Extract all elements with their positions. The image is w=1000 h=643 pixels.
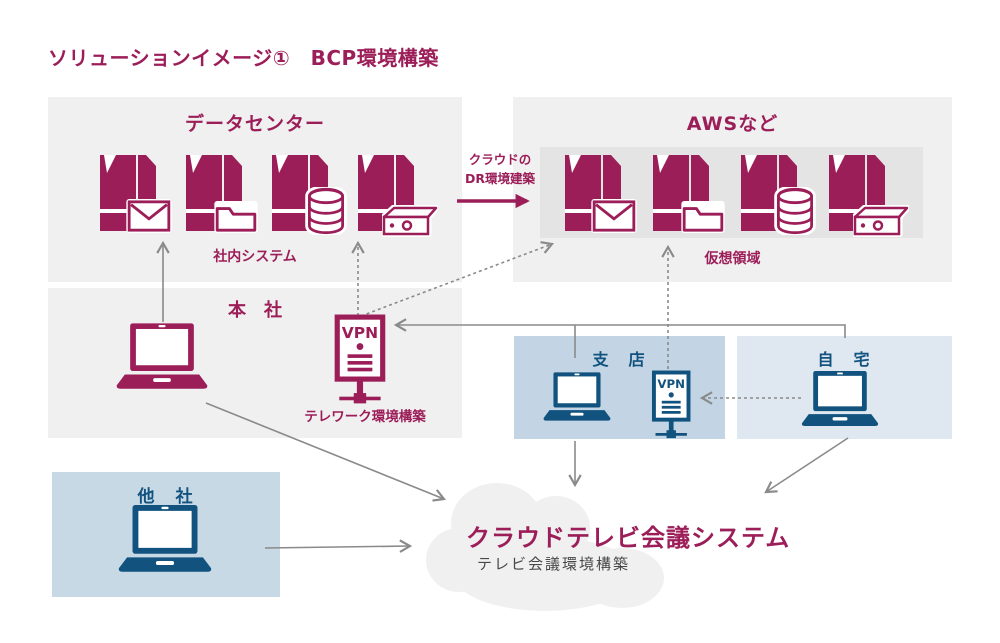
dr-label-line1: クラウドの — [468, 152, 532, 167]
storage-server-icon — [384, 208, 436, 234]
mail-server-icon — [591, 199, 637, 233]
folder-server-icon — [681, 201, 725, 233]
arrow-vpn-to-aws — [360, 241, 555, 317]
datacenter-caption: 社内システム — [213, 249, 297, 265]
arrow-other-to-cloud — [264, 539, 413, 553]
page-title: ソリューションイメージ① BCP環境構築 — [48, 46, 439, 70]
branch-laptop — [543, 372, 611, 426]
database-server-icon — [778, 189, 811, 232]
home-title: 自 宅 — [817, 350, 872, 369]
database-server-icon — [309, 189, 342, 232]
vpn-label: VPN — [657, 377, 685, 391]
arrow-hq-laptop-to-cloud — [205, 402, 447, 502]
datacenter-title: データセンター — [184, 113, 325, 135]
cloud-system-caption: テレビ会議環境構築 — [477, 555, 631, 573]
other-company-laptop — [118, 505, 212, 579]
laptop-icon — [544, 372, 611, 420]
branch-title: 支 店 — [592, 350, 647, 369]
branch-vpn-device: VPN — [650, 370, 694, 441]
arrow-home-to-cloud — [764, 437, 849, 494]
headquarters-panel: 本 社 — [48, 288, 462, 438]
laptop-icon — [802, 371, 878, 426]
hq-vpn-device: VPN — [332, 314, 390, 407]
cloud-shape — [426, 483, 664, 611]
laptop-icon — [119, 505, 211, 572]
hq-laptop — [116, 323, 208, 396]
vpn-label: VPN — [342, 324, 378, 342]
aws-title: AWSなど — [686, 113, 779, 135]
dr-arrow-label: クラウドの DR環境建築 — [450, 150, 550, 189]
aws-caption: 仮想領域 — [704, 251, 761, 267]
storage-server-icon — [855, 208, 907, 234]
folder-server-icon — [214, 201, 258, 233]
cloud-system-title: クラウドテレビ会議システム — [466, 524, 791, 552]
dr-label-line2: DR環境建築 — [464, 171, 535, 187]
telework-caption: テレワーク環境構築 — [304, 409, 426, 425]
headquarters-title: 本 社 — [228, 300, 282, 321]
mail-server-icon — [126, 199, 172, 233]
other-company-title: 他 社 — [137, 487, 195, 507]
line-home-to-hq-vpn — [393, 318, 846, 338]
home-laptop — [801, 371, 879, 432]
laptop-icon — [117, 323, 208, 388]
